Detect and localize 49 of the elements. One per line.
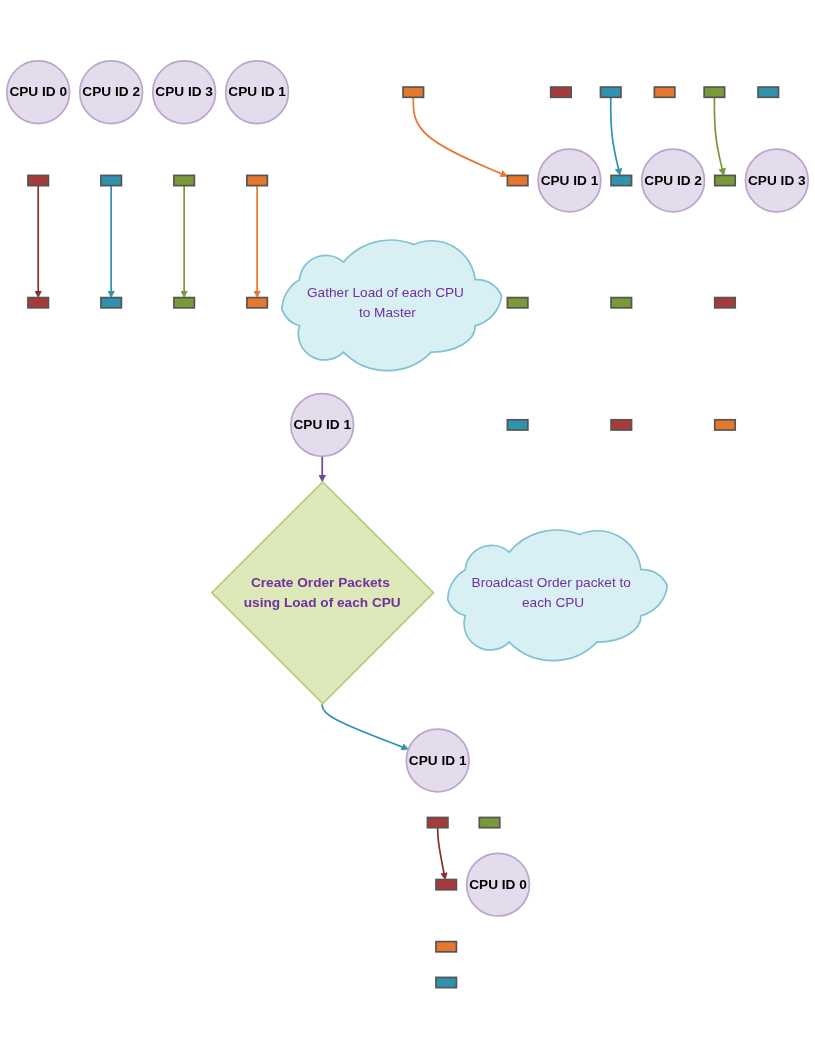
node-circle: CPU ID 0	[5, 59, 71, 125]
arrow	[609, 96, 623, 176]
node-box	[653, 86, 676, 98]
node-box	[713, 174, 737, 187]
node-box	[100, 174, 123, 187]
arrow	[412, 96, 508, 177]
node-box	[506, 174, 529, 187]
node-box	[506, 296, 529, 309]
node-box	[435, 976, 458, 989]
node-box	[246, 296, 269, 309]
node-box	[173, 174, 196, 187]
node-box	[610, 174, 633, 187]
node-circle: CPU ID 2	[78, 59, 144, 125]
node-circle: CPU ID 1	[224, 59, 290, 125]
node-box	[713, 418, 737, 431]
node-circle: CPU ID 1	[405, 728, 470, 793]
node-box	[610, 296, 633, 309]
node-circle: CPU ID 0	[465, 852, 531, 917]
node-box	[713, 296, 737, 309]
node-box	[100, 296, 123, 309]
arrow	[436, 826, 448, 880]
arrow	[321, 702, 409, 751]
node-diamond: Create Order Packets using Load of each CPU	[210, 480, 435, 705]
node-box	[27, 296, 50, 309]
node-box	[435, 940, 458, 953]
arrow	[180, 184, 188, 298]
node-box	[426, 816, 449, 829]
node-box	[402, 86, 425, 98]
node-box	[599, 86, 622, 98]
arrow	[34, 184, 42, 298]
node-box	[549, 86, 573, 98]
arrow	[253, 184, 261, 298]
node-box	[757, 86, 780, 98]
node-box	[478, 816, 501, 829]
node-box	[246, 174, 269, 187]
node-circle: CPU ID 1	[290, 392, 355, 457]
node-box	[703, 86, 726, 98]
node-circle: CPU ID 2	[640, 148, 706, 213]
arrow	[713, 96, 726, 176]
node-box	[173, 296, 196, 309]
node-box	[27, 174, 50, 187]
node-box	[506, 418, 529, 431]
arrow	[107, 184, 115, 298]
node-box	[610, 418, 633, 431]
node-circle: CPU ID 3	[151, 59, 217, 125]
arrow	[318, 455, 326, 482]
node-circle: CPU ID 1	[537, 148, 602, 213]
node-box	[435, 878, 458, 891]
node-circle: CPU ID 3	[744, 148, 810, 213]
